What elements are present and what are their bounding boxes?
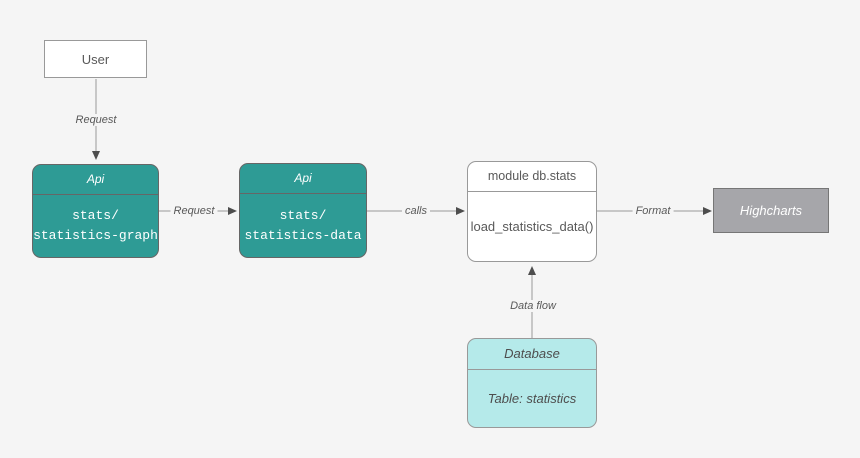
user-node: User [44,40,147,78]
highcharts-node: Highcharts [713,188,829,233]
api-statistics-data-header: Api [240,164,366,194]
edge-label-request-api-to-api: Request [170,205,218,217]
api-statistics-graph-header: Api [33,165,158,195]
api-statistics-data-node: Api stats/ statistics-data [239,163,367,258]
edge-label-format: Format [632,205,674,217]
edge-label-request-user-to-api: Request [72,114,120,126]
user-node-label: User [81,51,110,67]
database-node-header: Database [468,339,596,370]
highcharts-node-label: Highcharts [739,203,803,218]
module-db-stats-node: module db.stats load_statistics_data() [467,161,597,262]
module-db-stats-body: load_statistics_data() [470,219,594,234]
module-db-stats-header: module db.stats [468,162,596,192]
database-node-body: Table: statistics [487,391,577,406]
edge-label-data-flow: Data flow [507,300,559,312]
database-node: Database Table: statistics [467,338,597,428]
api-statistics-graph-node: Api stats/ statistics-graph [32,164,159,258]
api-statistics-data-body: stats/ statistics-data [244,207,362,243]
api-statistics-graph-body: stats/ statistics-graph [33,208,158,243]
edge-label-calls: calls [401,205,431,217]
